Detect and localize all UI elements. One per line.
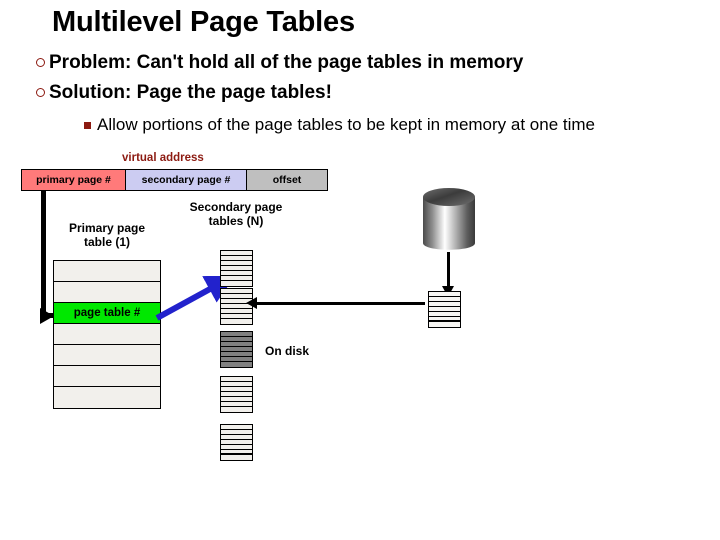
sec-row [221, 352, 252, 357]
secondary-tables-label: Secondary page tables (N) [176, 200, 296, 228]
sec-row [221, 256, 252, 261]
table-row [54, 345, 160, 366]
sec-row [221, 314, 252, 319]
primary-page-index-arrow-head-icon [40, 308, 54, 324]
sec-row [221, 294, 252, 299]
sec-row [429, 297, 460, 302]
sec-row [429, 307, 460, 312]
sec-row [221, 450, 252, 455]
subbullet-text: Allow portions of the page tables to be … [97, 115, 595, 134]
sec-row [221, 402, 252, 407]
secondary-page-table-block-active [220, 288, 253, 325]
subbullet-allow-portions: Allow portions of the page tables to be … [84, 115, 595, 135]
disk-load-arrow-line [447, 252, 450, 292]
sec-row [221, 251, 252, 256]
secondary-tables-label-line1: Secondary page [189, 200, 283, 214]
virtual-address-label: virtual address [122, 152, 204, 164]
table-row [54, 366, 160, 387]
sec-row [221, 377, 252, 382]
sec-row [221, 266, 252, 271]
disk-to-memory-arrow-head-icon [246, 297, 257, 309]
sec-row [429, 322, 460, 327]
ring-bullet-icon [36, 88, 45, 97]
sec-row [221, 309, 252, 314]
sec-row [429, 312, 460, 317]
primary-table-label-line1: Primary page [68, 221, 146, 235]
sec-row [221, 304, 252, 309]
sec-row [221, 357, 252, 362]
disk-cylinder-icon [423, 188, 475, 250]
disk-to-memory-arrow-line [253, 302, 425, 305]
sec-row [221, 281, 252, 286]
sec-row [221, 276, 252, 281]
secondary-page-table-block-on-disk [220, 331, 253, 368]
secondary-page-table-block [220, 376, 253, 413]
sec-row [221, 397, 252, 402]
table-row [54, 324, 160, 345]
disk-page-table-block [428, 291, 461, 328]
sec-row [221, 319, 252, 324]
table-row-highlighted: page table # [54, 303, 160, 324]
table-row [54, 261, 160, 282]
sec-row [221, 299, 252, 304]
va-field-offset: offset [247, 170, 327, 190]
secondary-tables-label-line2: tables (N) [208, 214, 264, 228]
virtual-address-bar: primary page # secondary page # offset [21, 169, 328, 191]
ring-bullet-icon [36, 58, 45, 67]
bullet-solution: Solution: Page the page tables! [36, 82, 332, 104]
sec-row [221, 445, 252, 450]
primary-table-label: Primary page table (1) [53, 221, 161, 249]
sec-row [221, 387, 252, 392]
sec-row [221, 392, 252, 397]
sec-row [221, 271, 252, 276]
sec-row [221, 289, 252, 294]
secondary-page-table-block [220, 250, 253, 287]
sec-row [221, 435, 252, 440]
sec-row [221, 425, 252, 430]
sec-row [221, 455, 252, 460]
bullet-problem: Problem: Can't hold all of the page tabl… [36, 52, 523, 74]
primary-table-label-line2: table (1) [83, 235, 130, 249]
square-bullet-icon [84, 122, 91, 129]
secondary-page-table-block [220, 424, 253, 461]
primary-page-index-arrow-line [41, 191, 46, 318]
primary-page-table: page table # [53, 260, 161, 409]
sec-row [221, 332, 252, 337]
va-field-secondary-page: secondary page # [126, 170, 247, 190]
sec-row [221, 382, 252, 387]
sec-row [429, 317, 460, 322]
va-field-primary-page: primary page # [22, 170, 126, 190]
sec-row [221, 347, 252, 352]
sec-row [429, 292, 460, 297]
page-title: Multilevel Page Tables [52, 6, 355, 38]
sec-row [429, 302, 460, 307]
table-row [54, 282, 160, 303]
sec-row [221, 362, 252, 367]
bullet-solution-text: Solution: Page the page tables! [49, 82, 332, 103]
sec-row [221, 342, 252, 347]
sec-row [221, 337, 252, 342]
sec-row [221, 430, 252, 435]
sec-row [221, 261, 252, 266]
on-disk-label: On disk [265, 344, 310, 358]
bullet-problem-text: Problem: Can't hold all of the page tabl… [49, 52, 524, 73]
sec-row [221, 440, 252, 445]
table-row [54, 387, 160, 408]
sec-row [221, 407, 252, 412]
